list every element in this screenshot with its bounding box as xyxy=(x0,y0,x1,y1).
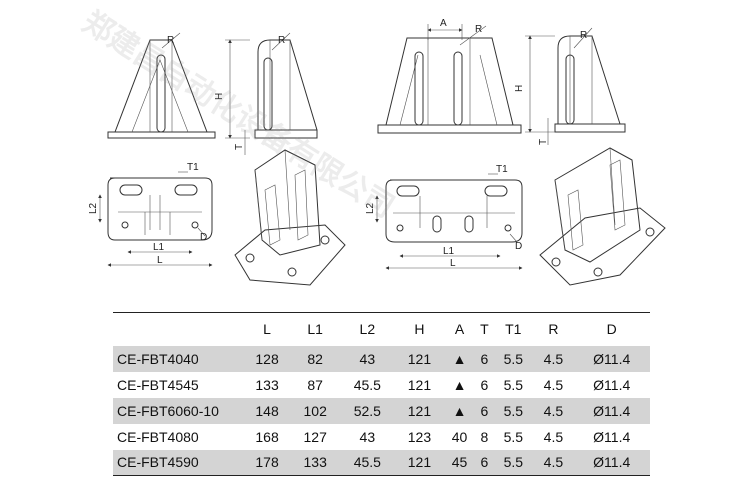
l-label: L xyxy=(157,255,163,266)
cell-t: 6 xyxy=(475,345,494,372)
height-label: H xyxy=(214,93,225,100)
cell-l2: 43 xyxy=(339,345,396,372)
spec-table: L L1 L2 H A T T1 R D CE-FBT4040 128 82 4… xyxy=(113,312,650,476)
spec-table-body: CE-FBT4040 128 82 43 121 ▲ 6 5.5 4.5 Ø11… xyxy=(113,345,650,476)
l2-label-double: L2 xyxy=(365,202,376,214)
table-row: CE-FBT4590 178 133 45.5 121 45 6 5.5 4.5… xyxy=(113,449,650,476)
cell-r: 4.5 xyxy=(533,449,574,476)
cell-d: Ø11.4 xyxy=(593,376,631,393)
header-l2: L2 xyxy=(339,312,396,346)
thickness-label-double: T xyxy=(538,139,549,145)
top-view-double: L2 L1 L T1 D xyxy=(365,164,523,270)
cell-r: 4.5 xyxy=(533,345,574,372)
top-view-single: L2 L1 L T1 D xyxy=(88,162,213,267)
header-l1: L1 xyxy=(291,312,340,346)
cell-l2: 43 xyxy=(359,428,376,445)
cell-r: 4.5 xyxy=(543,376,564,393)
spec-table-header: L L1 L2 H A T T1 R D xyxy=(113,312,650,346)
l2-label: L2 xyxy=(88,202,99,214)
header-l: L xyxy=(243,312,292,346)
header-d: D xyxy=(573,312,650,346)
table-row: CE-FBT4040 128 82 43 121 ▲ 6 5.5 4.5 Ø11… xyxy=(113,345,650,372)
cell-t1: 5.5 xyxy=(493,397,534,424)
cell-model: CE-FBT4040 xyxy=(113,345,243,372)
header-t1: T1 xyxy=(493,312,534,346)
cell-a: 45 xyxy=(443,449,476,476)
cell-t1: 5.5 xyxy=(503,428,524,445)
cell-l: 168 xyxy=(255,428,279,445)
cell-h: 121 xyxy=(395,397,444,424)
l1-label: L1 xyxy=(153,242,165,253)
cell-a: ▲ xyxy=(443,397,476,424)
cell-l: 148 xyxy=(243,397,292,424)
cell-a: ▲ xyxy=(443,345,476,372)
cell-l: 133 xyxy=(255,376,279,393)
header-h: H xyxy=(395,312,444,346)
technical-drawings: R R H T A R R xyxy=(88,18,666,286)
table-row: CE-FBT4545 133 87 45.5 121 ▲ 6 5.5 4.5 Ø… xyxy=(113,372,650,398)
cell-r: 4.5 xyxy=(533,397,574,424)
cell-model: CE-FBT4590 xyxy=(113,449,243,476)
cell-t1: 5.5 xyxy=(493,345,534,372)
thickness-label: T xyxy=(234,144,245,150)
t1-label: T1 xyxy=(187,162,199,173)
cell-a: 40 xyxy=(451,428,468,445)
cell-t: 8 xyxy=(480,428,489,445)
cell-l1: 87 xyxy=(307,376,323,393)
radius-label-side-double: R xyxy=(580,30,587,41)
radius-label-double: R xyxy=(475,24,482,35)
side-view-single: R H T xyxy=(214,32,318,155)
height-label-double: H xyxy=(514,85,525,92)
header-row: L L1 L2 H A T T1 R D xyxy=(113,312,650,346)
cell-a: ▲ xyxy=(452,376,467,393)
isometric-double xyxy=(539,147,666,286)
cell-d: Ø11.4 xyxy=(573,449,650,476)
cell-h: 121 xyxy=(395,345,444,372)
slot-spacing-label: A xyxy=(440,18,447,29)
l-label-double: L xyxy=(450,258,456,269)
cell-l2: 45.5 xyxy=(339,449,396,476)
side-view-double: R H T xyxy=(514,27,626,145)
l1-label-double: L1 xyxy=(443,246,455,257)
cell-h: 121 xyxy=(395,449,444,476)
table-row: CE-FBT6060-10 148 102 52.5 121 ▲ 6 5.5 4… xyxy=(113,397,650,424)
cell-h: 123 xyxy=(407,428,432,445)
cell-l1: 127 xyxy=(303,428,327,445)
cell-model: CE-FBT4545 xyxy=(117,376,199,393)
cell-r: 4.5 xyxy=(543,428,564,445)
diameter-label-double: D xyxy=(515,241,522,252)
cell-t1: 5.5 xyxy=(503,376,524,393)
cell-l1: 133 xyxy=(291,449,340,476)
cell-l: 178 xyxy=(243,449,292,476)
cell-l1: 82 xyxy=(291,345,340,372)
cell-t1: 5.5 xyxy=(493,449,534,476)
front-view-double: A R xyxy=(377,18,522,134)
cell-l: 128 xyxy=(243,345,292,372)
cell-d: Ø11.4 xyxy=(573,345,650,372)
header-t: T xyxy=(475,312,494,346)
cell-t: 6 xyxy=(475,397,494,424)
cell-d: Ø11.4 xyxy=(593,428,631,445)
cell-t: 6 xyxy=(480,376,489,393)
cell-h: 121 xyxy=(407,376,432,393)
cell-l2: 52.5 xyxy=(339,397,396,424)
cell-l1: 102 xyxy=(291,397,340,424)
cell-model: CE-FBT6060-10 xyxy=(113,397,243,424)
front-view-single: R xyxy=(107,32,216,139)
cell-d: Ø11.4 xyxy=(573,397,650,424)
cell-t: 6 xyxy=(475,449,494,476)
t1-label-double: T1 xyxy=(496,164,508,175)
radius-label-side: R xyxy=(278,35,285,46)
diameter-label: D xyxy=(200,232,207,243)
cell-model: CE-FBT4080 xyxy=(117,428,199,445)
header-a: A xyxy=(443,312,476,346)
table-row: CE-FBT4080 168 127 43 123 40 8 5.5 4.5 Ø… xyxy=(113,424,650,450)
header-r: R xyxy=(533,312,574,346)
cell-l2: 45.5 xyxy=(353,376,381,393)
isometric-single xyxy=(234,149,346,286)
header-model xyxy=(113,312,243,346)
radius-label: R xyxy=(167,35,174,46)
